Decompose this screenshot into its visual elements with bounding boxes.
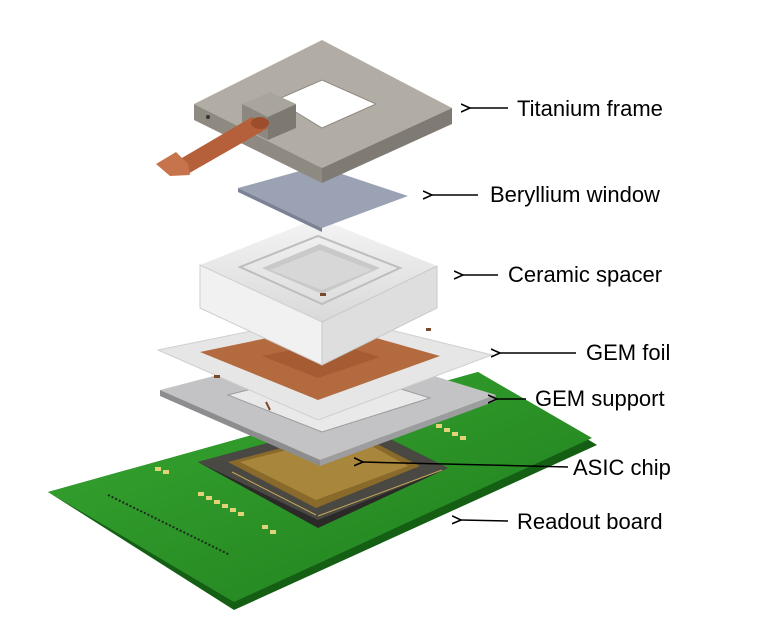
arrow-readout-board [461, 520, 509, 521]
label-titanium-frame: Titanium frame [517, 96, 663, 121]
copper-pipe [156, 117, 269, 176]
ceramic-spacer [199, 218, 438, 366]
label-asic-chip: ASIC chip [573, 455, 671, 480]
board-pin-row [107, 494, 231, 556]
label-beryllium-window: Beryllium window [490, 182, 660, 207]
label-ceramic-spacer: Ceramic spacer [508, 262, 663, 287]
label-readout-board: Readout board [517, 509, 663, 534]
label-gem-foil: GEM foil [586, 340, 671, 365]
label-gem-support: GEM support [535, 386, 665, 411]
asic-bond-wires [231, 469, 443, 517]
leader-arrows [363, 108, 576, 521]
titanium-frame [156, 40, 452, 183]
beryllium-window [238, 166, 408, 232]
asic-chip [198, 420, 448, 528]
arrow-asic-chip [363, 462, 569, 468]
